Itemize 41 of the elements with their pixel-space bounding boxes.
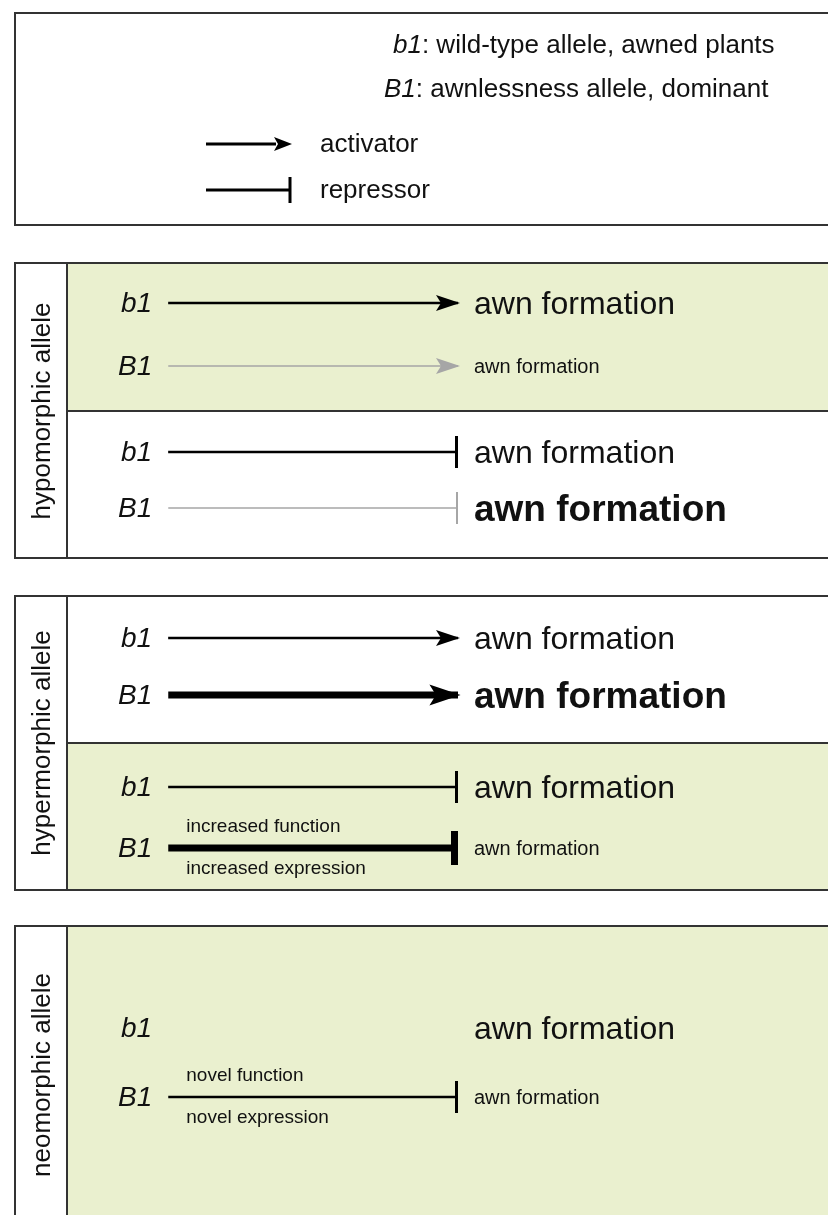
inhibition-line: [168, 771, 458, 803]
gene-label: B1: [118, 681, 153, 709]
edge-label: increased function: [186, 815, 341, 837]
outcome-label: awn formation: [474, 1012, 675, 1044]
legend-definition: B1: awnlessness allele, dominant: [384, 73, 769, 104]
inhibition-line: [168, 1081, 458, 1113]
annotation-text: increased expression: [186, 857, 366, 879]
gene-label: b1: [121, 289, 153, 317]
arrow: [167, 358, 460, 374]
legend-label: activator: [320, 128, 419, 159]
gene-label: B1: [118, 834, 153, 862]
allele-panel: [14, 595, 828, 891]
allele-panel: [14, 925, 828, 1215]
annotation-text: novel expression: [186, 1106, 329, 1128]
gene-label: B1: [118, 1083, 153, 1111]
panel-title: neomorphic allele: [25, 973, 57, 1177]
panel-title: hypermorphic allele: [25, 630, 57, 856]
outcome-label: awn formation: [474, 1087, 600, 1107]
gene-label: b1: [121, 624, 153, 652]
gene-label: B1: [118, 494, 153, 522]
outcome-label: awn formation: [474, 771, 675, 803]
legend-definition: b1: wild-type allele, awned plants: [393, 29, 775, 60]
arrow: [168, 295, 460, 311]
inhibition-line: [168, 436, 458, 468]
outcome-label: awn formation: [474, 622, 675, 654]
inhibition-line: [167, 492, 459, 524]
panel-title: hypomorphic allele: [25, 302, 57, 519]
outcome-label: awn formation: [474, 676, 727, 714]
outcome-label: awn formation: [474, 838, 600, 858]
outcome-label: awn formation: [474, 356, 600, 376]
allele-panel: [14, 262, 828, 559]
outcome-label: awn formation: [474, 436, 675, 468]
arrow: [168, 630, 460, 646]
gene-label: b1: [121, 438, 153, 466]
edge-label: novel function: [186, 1064, 304, 1086]
gene-label: b1: [121, 773, 153, 801]
outcome-label: awn formation: [474, 287, 675, 319]
outcome-label: awn formation: [474, 489, 727, 527]
gene-label: B1: [118, 352, 153, 380]
gene-label: b1: [121, 1014, 153, 1042]
legend-label: repressor: [320, 174, 430, 205]
